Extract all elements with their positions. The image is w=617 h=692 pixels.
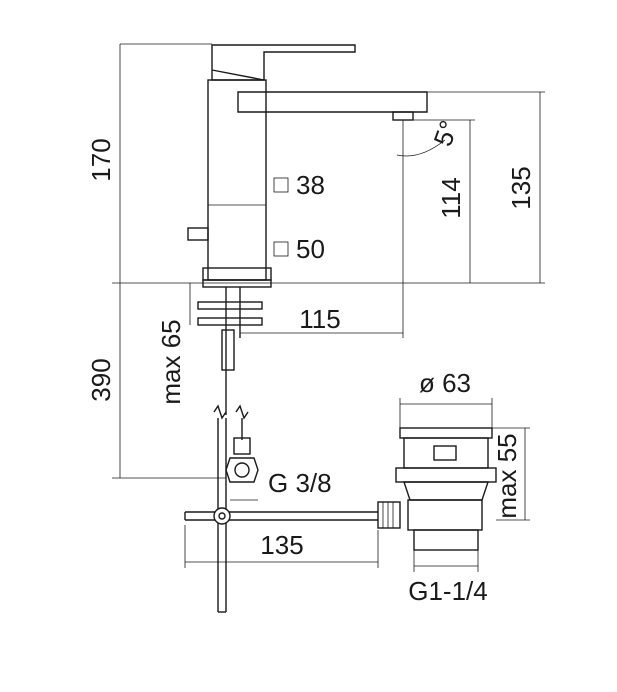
label-390: 390	[86, 358, 116, 401]
hose-nut	[233, 437, 251, 455]
label-g-3-8: G 3/8	[268, 468, 332, 498]
waste-cap	[399, 427, 493, 439]
spout	[237, 91, 428, 113]
label-max-65: max 65	[156, 319, 186, 404]
square-symbol-38	[273, 177, 289, 193]
label-115: 115	[299, 304, 340, 334]
label-38: 38	[296, 170, 325, 200]
label-114: 114	[436, 177, 466, 218]
rod-nut	[377, 501, 401, 529]
base-ring	[202, 267, 272, 281]
rod-clamp	[213, 507, 231, 525]
waste-thread	[413, 529, 479, 551]
waste-body	[407, 499, 483, 531]
dimension-lines	[112, 43, 545, 572]
hex-fitting	[225, 457, 259, 483]
under-deck-fixings	[184, 279, 385, 613]
label-5-degrees: 5°	[427, 116, 464, 150]
label-170: 170	[86, 138, 116, 181]
dimension-labels: 170 135 114 38 50 115 5° 390 max 65 G 3/…	[86, 116, 536, 606]
aerator	[392, 111, 414, 121]
label-50: 50	[296, 234, 325, 264]
pop-up-waste	[377, 427, 497, 551]
label-135-length: 135	[260, 530, 303, 560]
label-135-height: 135	[506, 166, 536, 209]
side-button	[187, 227, 209, 241]
body-column	[207, 79, 267, 281]
square-symbol-50	[273, 241, 289, 257]
label-g1-1-4: G1-1/4	[408, 576, 488, 606]
label-diameter-63: ø 63	[419, 368, 471, 398]
label-max-55: max 55	[492, 433, 522, 518]
